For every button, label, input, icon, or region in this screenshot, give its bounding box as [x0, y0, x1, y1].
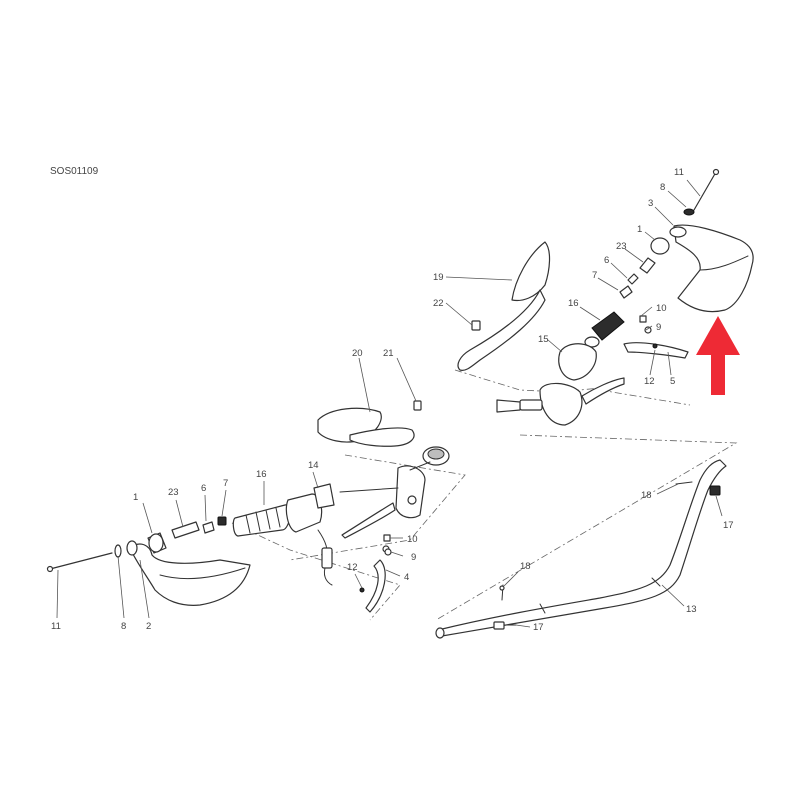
callout-14: 14: [308, 460, 319, 471]
callout-11-left: 11: [51, 621, 61, 632]
callout-16-left: 16: [256, 469, 267, 480]
callout-10-left: 10: [407, 534, 418, 545]
callout-23-left: 23: [168, 487, 179, 498]
switch-15-right: [558, 343, 597, 381]
insert-23-right: [639, 257, 656, 274]
washer-left: [114, 544, 122, 558]
long-bolt-right: [693, 168, 720, 211]
bolt-18-upper: [675, 481, 693, 485]
switch-14-left: [285, 483, 335, 586]
callout-20: 20: [352, 348, 363, 359]
callout-23-right: 23: [616, 241, 627, 252]
hand-guard-left: [126, 540, 251, 606]
callout-labels: 11 8 3 1 23 6 7 16 10 9 15 12 5 19 22 20…: [51, 167, 734, 633]
callout-6-left: 6: [201, 483, 206, 494]
mirror-19: [457, 241, 551, 371]
hand-guard-right: [669, 224, 754, 313]
brake-master-right: [496, 377, 625, 426]
bolt-10-9-right: [639, 315, 658, 349]
clutch-master-left: [339, 446, 450, 539]
leader-lines: [56, 179, 723, 628]
callout-8-left: 8: [121, 621, 126, 632]
callout-21: 21: [383, 348, 394, 359]
assembly-lines: [231, 369, 738, 621]
callout-12-left: 12: [347, 562, 358, 573]
callout-8-right: 8: [660, 182, 665, 193]
clip-7-left: [217, 516, 227, 526]
spacer-6-left: [202, 521, 215, 534]
bar-end-weight-left: [147, 532, 167, 554]
callout-9-left: 9: [411, 552, 416, 563]
lever-5-right: [623, 342, 689, 359]
bolt-17-lower: [493, 621, 517, 630]
mirror-20: [317, 407, 415, 447]
callout-1-right: 1: [637, 224, 642, 235]
long-bolt-left: [46, 552, 113, 573]
callout-11-right: 11: [674, 167, 684, 178]
spacer-6-right: [627, 273, 639, 285]
highlight-arrow: [696, 316, 740, 395]
callout-6-right: 6: [604, 255, 609, 266]
callout-2: 2: [146, 621, 151, 632]
washer-right: [683, 208, 695, 216]
callout-1-left: 1: [133, 492, 138, 503]
bolt-10-9-left: [383, 534, 392, 556]
bolt-21: [413, 400, 422, 411]
drawing-code: SOS01109: [50, 166, 99, 177]
grip-16-left: [232, 504, 292, 537]
lever-4-left: [359, 545, 390, 613]
bolt-18-lower: [499, 584, 505, 601]
bar-end-weight-right: [650, 237, 670, 255]
handlebar: [435, 459, 727, 639]
callout-4: 4: [404, 572, 409, 583]
grip-16-right: [584, 311, 625, 348]
callout-7-left: 7: [223, 478, 228, 489]
callout-19: 19: [433, 272, 444, 283]
callout-22: 22: [433, 298, 444, 309]
callout-17-lower: 17: [533, 622, 544, 633]
bolt-17-upper: [709, 485, 721, 496]
clip-7-right: [619, 285, 633, 299]
callout-3: 3: [648, 198, 653, 209]
callout-9-right: 9: [656, 322, 661, 333]
callout-18-upper: 18: [641, 490, 652, 501]
callout-16-right: 16: [568, 298, 579, 309]
callout-15: 15: [538, 334, 549, 345]
callout-12-right: 12: [644, 376, 655, 387]
callout-13: 13: [686, 604, 697, 615]
callout-18-lower: 18: [520, 561, 531, 572]
insert-23-left: [171, 521, 200, 539]
callout-5: 5: [670, 376, 675, 387]
callout-17-upper: 17: [723, 520, 734, 531]
callout-10-right: 10: [656, 303, 667, 314]
bolt-22: [471, 320, 481, 331]
callout-7-right: 7: [592, 270, 597, 281]
